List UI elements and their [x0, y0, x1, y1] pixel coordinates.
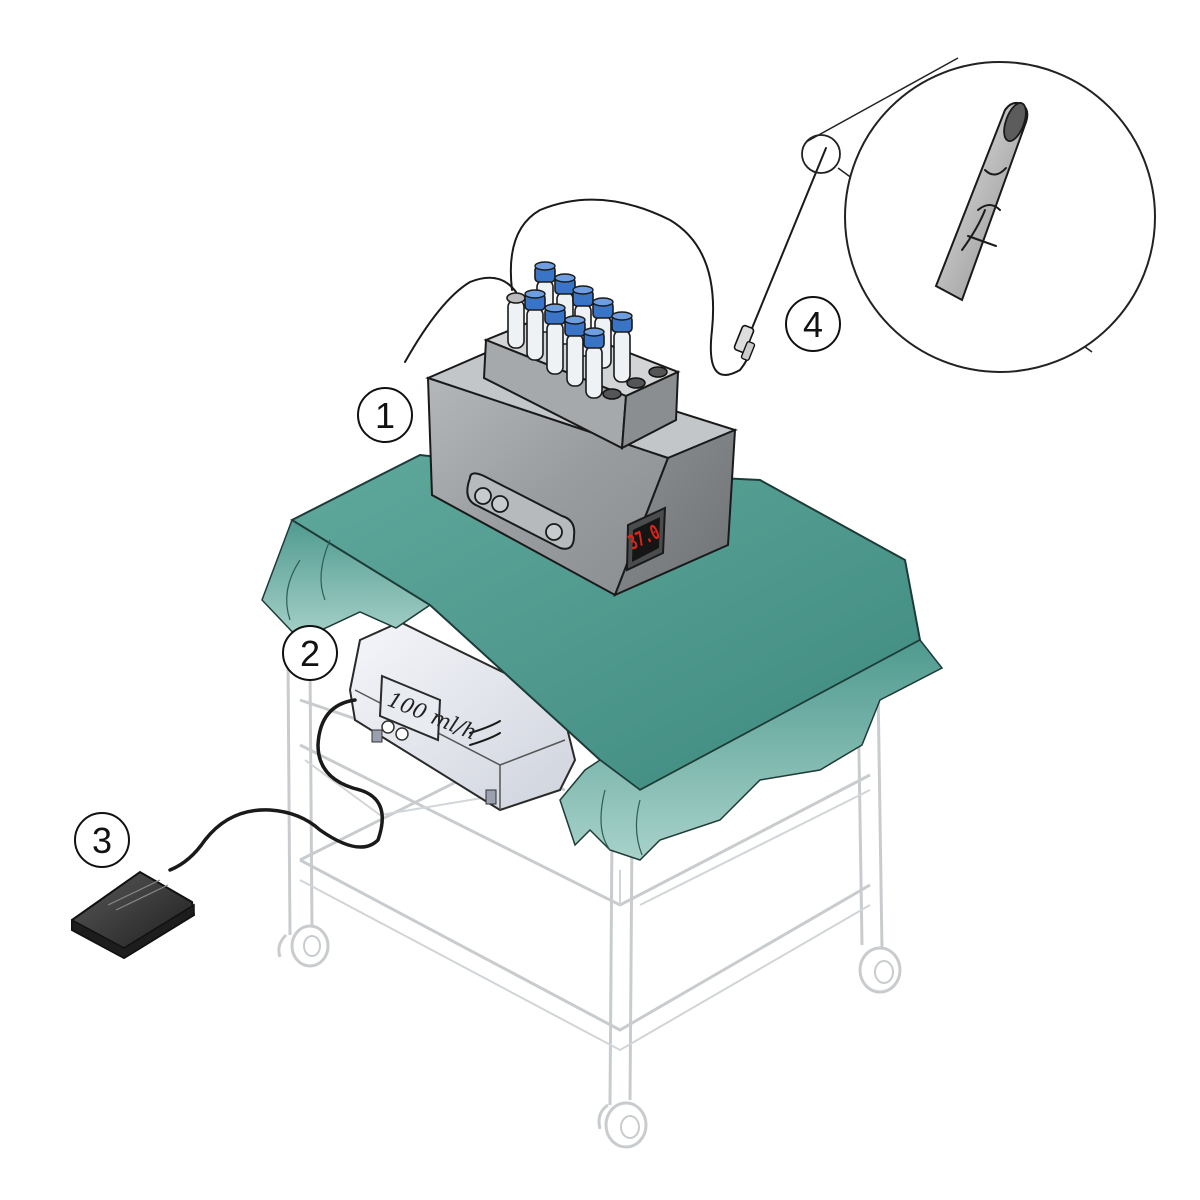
sample-tube	[611, 311, 633, 383]
caster-wheel-front	[597, 1101, 648, 1149]
callout-3-label: 3	[92, 820, 112, 861]
caster-wheel-left	[277, 924, 330, 968]
foot-pedal	[71, 870, 196, 960]
callout-1: 1	[357, 387, 413, 443]
caster-wheel-right	[858, 946, 902, 994]
needle	[733, 147, 827, 361]
callout-4: 4	[785, 296, 841, 352]
cables	[168, 198, 753, 872]
heater-display: 37.0	[624, 506, 667, 572]
open-sample-tube	[506, 292, 526, 349]
sample-tube	[583, 327, 605, 399]
callout-2: 2	[282, 625, 338, 681]
drape	[261, 453, 944, 861]
sample-tube	[564, 315, 586, 387]
callout-1-label: 1	[375, 395, 395, 436]
needle-tip-magnifier	[801, 57, 1156, 373]
pump-unit: 100 ml/h	[348, 620, 577, 812]
callout-2-label: 2	[300, 633, 320, 674]
callout-3: 3	[74, 812, 130, 868]
sample-tubes	[506, 261, 633, 399]
sample-tube	[544, 303, 566, 375]
callout-4-label: 4	[803, 304, 823, 345]
sample-tube	[524, 289, 546, 361]
cart-frame	[286, 659, 884, 1106]
